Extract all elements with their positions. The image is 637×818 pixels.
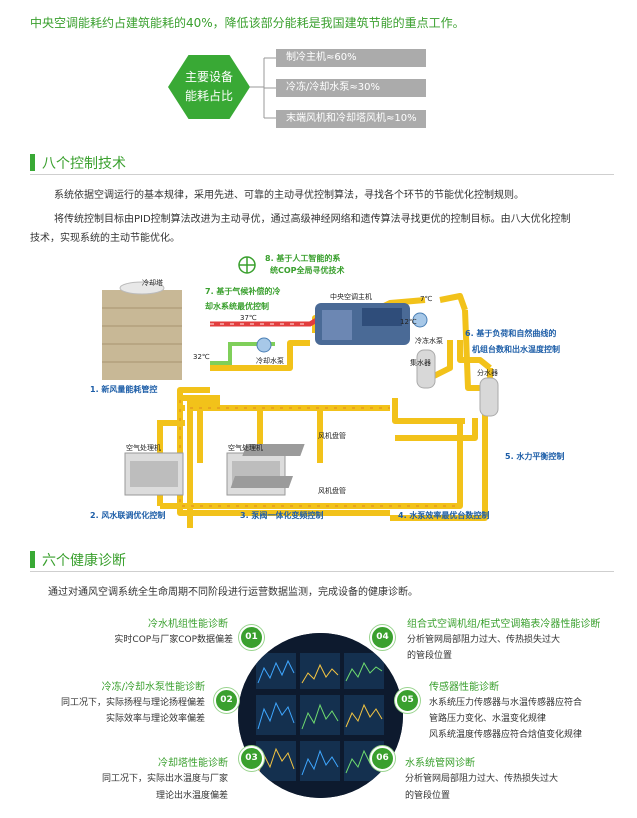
diag6-line2: 的管段位置: [405, 791, 451, 801]
tech8-line1: 8. 基于人工智能的系: [265, 254, 341, 263]
diag5-line2: 管路压力变化、水温变化规律: [429, 714, 547, 724]
hvac-control-diagram: 8. 基于人工智能的系 统COP全局寻优技术 7. 基于气候补偿的冷 却水系统最…: [60, 248, 600, 528]
diag-badge-03: 03: [239, 746, 264, 771]
section-header-diagnosis: 六个健康诊断: [30, 549, 614, 572]
diag5-line3: 风系统温度传感器应符合焓值变化规律: [429, 730, 583, 740]
diagnosis-intro: 通过对通风空调系统全生命周期不同阶段进行运营数据监测，完成设备的健康诊断。: [48, 587, 418, 598]
tech7-line2: 却水系统最优控制: [205, 302, 269, 311]
diag4-title: 组合式空调机组/柜式空调箱表冷器性能诊断: [407, 619, 601, 630]
energy-hex-badge: 主要设备 能耗占比: [168, 55, 250, 119]
energy-bar-fans: 末端风机和冷却塔风机≈10%: [276, 110, 426, 128]
control-paragraph-2a: 将传统控制目标由PID控制算法改进为主动寻优，通过高级神经网络和遗传算法寻找更优…: [54, 214, 571, 225]
ahu2-label: 空气处理机: [228, 444, 263, 452]
intro-text: 中央空调能耗约占建筑能耗的40%，降低该部分能耗是我国建筑节能的重点工作。: [30, 16, 465, 30]
diag-badge-06: 06: [370, 746, 395, 771]
chilled-pump-circle: [412, 312, 428, 328]
section-marker: [30, 551, 35, 568]
diag3-title: 冷却塔性能诊断: [158, 758, 228, 769]
tech6-line2: 机组台数和出水温度控制: [472, 345, 560, 354]
diag5-title: 传感器性能诊断: [429, 682, 499, 693]
tech8-line2: 统COP全局寻优技术: [270, 266, 345, 275]
dashboard-screenshot: [238, 633, 403, 798]
tech5-label: 5. 水力平衡控制: [505, 452, 565, 461]
section-title: 八个控制技术: [42, 156, 126, 172]
diag4-line2: 的管段位置: [407, 651, 453, 661]
energy-share-graphic: 主要设备 能耗占比 制冷主机≈60% 冷冻/冷却水泵≈30% 末端风机和冷却塔风…: [0, 0, 637, 140]
chilled-pump-label: 冷冻水泵: [415, 337, 443, 345]
diag2-title: 冷冻/冷却水泵性能诊断: [101, 682, 205, 693]
monitoring-dashboard-image: [238, 633, 403, 798]
tech1-label: 1. 新风量能耗管控: [90, 385, 158, 394]
diag3-line1: 同工况下，实际出水温度与厂家: [101, 774, 228, 784]
collector-label: 集水器: [410, 359, 431, 367]
control-paragraph-1: 系统依据空调运行的基本规律，采用先进、可靠的主动寻优控制算法，寻找各个环节的节能…: [54, 190, 524, 201]
tech3-label: 3. 泵阀一体化变频控制: [240, 511, 324, 520]
diag4-line1: 分析管网局部阻力过大、传热损失过大: [407, 635, 561, 645]
hex-line2: 能耗占比: [184, 89, 233, 103]
diag-badge-01: 01: [239, 625, 264, 650]
connector-lines: [250, 57, 278, 119]
diag6-line1: 分析管网局部阻力过大、传热损失过大: [405, 774, 559, 784]
tech2-label: 2. 风水联调优化控制: [90, 511, 166, 520]
hex-line1: 主要设备: [184, 70, 233, 84]
tech7-line1: 7. 基于气候补偿的冷: [205, 287, 281, 296]
distributor-tank: [479, 377, 499, 417]
tech4-label: 4. 水泵效率最优台数控制: [398, 511, 490, 520]
diag-badge-05: 05: [395, 688, 420, 713]
diag-badge-04: 04: [370, 625, 395, 650]
chiller-label: 中央空调主机: [330, 293, 372, 301]
control-paragraph-2b: 技术，实现系统的主动节能优化。: [30, 233, 180, 244]
diag6-title: 水系统管网诊断: [405, 758, 475, 769]
temp-37: 37℃: [240, 314, 257, 322]
cooling-tower-label: 冷却塔: [142, 279, 163, 287]
section-header-control: 八个控制技术: [30, 152, 614, 175]
ahu1-label: 空气处理机: [126, 444, 161, 452]
temp-12: 12℃: [400, 318, 417, 326]
diag1-line1: 实时COP与厂家COP数据偏差: [114, 635, 233, 645]
diag1-title: 冷水机组性能诊断: [148, 619, 228, 630]
cooling-pump-label: 冷却水泵: [256, 357, 284, 365]
energy-bar-chiller: 制冷主机≈60%: [276, 49, 426, 67]
fcu1-label: 风机盘管: [318, 432, 346, 440]
collector-tank: [416, 349, 436, 389]
section-marker: [30, 154, 35, 171]
diag2-line2: 实际效率与理论效率偏差: [105, 714, 205, 724]
cooling-tower-illustration: [102, 281, 182, 380]
energy-bar-pumps: 冷冻/冷却水泵≈30%: [276, 79, 426, 97]
diag3-line2: 理论出水温度偏差: [155, 791, 228, 801]
diag2-line1: 同工况下，实际扬程与理论扬程偏差: [60, 698, 205, 708]
section-title: 六个健康诊断: [42, 553, 126, 569]
temp-32: 32℃: [193, 353, 210, 361]
tech6-line1: 6. 基于负荷和自然曲线的: [465, 329, 557, 338]
distributor-label: 分水器: [477, 369, 498, 377]
cooling-pump-circle: [256, 337, 272, 353]
fcu2-label: 风机盘管: [318, 487, 346, 495]
diag-badge-02: 02: [214, 688, 239, 713]
temp-7: 7℃: [420, 295, 433, 303]
pipe-network: [102, 256, 499, 528]
diag5-line1: 水系统压力传感器与水温传感器应符合: [429, 698, 583, 708]
chiller-illustration: [315, 303, 410, 345]
